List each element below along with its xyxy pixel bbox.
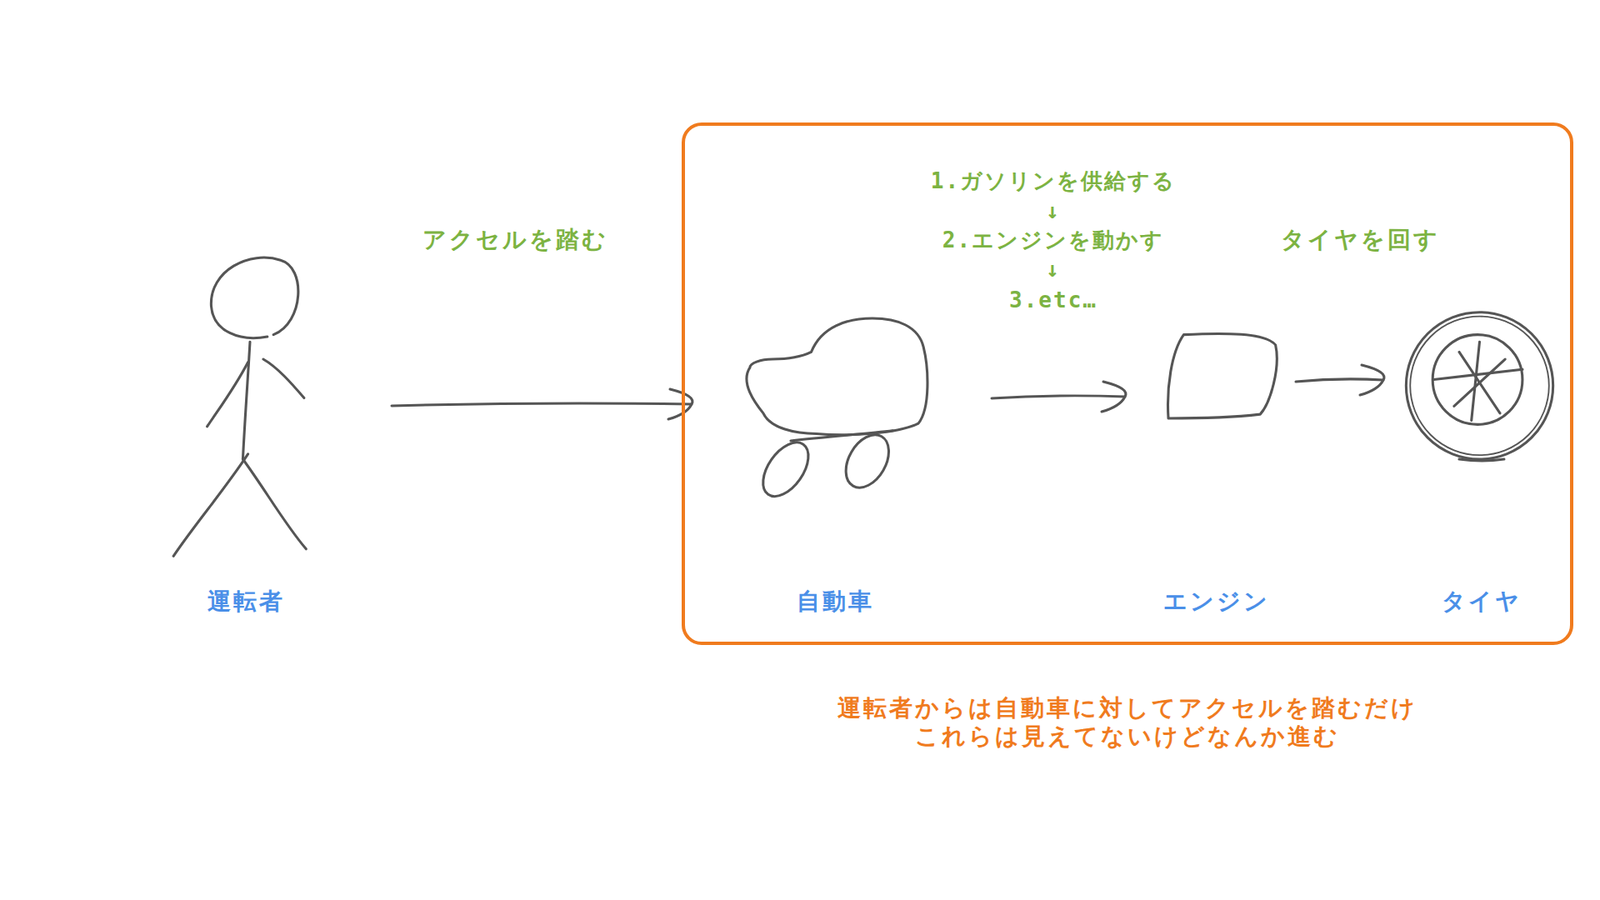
tire-stroke: [1459, 459, 1505, 461]
system-boundary: 運転者からは自動車に対してアクセルを踏むだけこれらは見えてないけどなんか進む自動…: [681, 122, 1574, 645]
car-wheel: [837, 427, 898, 495]
step-text: ↓: [1045, 256, 1061, 283]
car-drawing: [746, 318, 928, 505]
tire-drawing: [1405, 312, 1553, 461]
arrow-line: [391, 403, 692, 406]
car-node: 自動車: [691, 308, 992, 621]
tire-outer: [1405, 312, 1553, 460]
part-name: エンジン: [1163, 587, 1270, 616]
boundary-caption: これらは見えてないけどなんか進む: [915, 722, 1340, 751]
car-body: [746, 318, 928, 435]
arrow-head: [1360, 365, 1385, 395]
flow-arrow: [391, 389, 693, 420]
boundary-caption: 運転者からは自動車に対してアクセルを踏むだけ: [837, 694, 1418, 723]
car-wheel: [754, 434, 818, 505]
arrow-line: [991, 395, 1125, 399]
flow-arrow: [991, 381, 1126, 412]
arrow-line: [1295, 379, 1384, 382]
stick-figure: [173, 257, 306, 556]
actor-name: 運転者: [207, 587, 285, 616]
part-name: タイヤ: [1441, 587, 1522, 616]
figure-head: [210, 257, 298, 339]
figure-arm: [263, 359, 305, 399]
step-text: 2.エンジンを動かす: [942, 227, 1165, 254]
edge-label: タイヤを回す: [1280, 225, 1440, 255]
tire-outer: [1410, 316, 1550, 456]
engine-drawing: [1168, 333, 1278, 419]
figure-leg: [242, 459, 306, 550]
edge-label: アクセルを踏む: [422, 225, 609, 255]
figure-body: [242, 341, 250, 460]
engine-node: エンジン: [1125, 308, 1296, 621]
figure-arm: [207, 362, 249, 427]
step-text: ↓: [1045, 198, 1061, 225]
arrow-head: [1101, 381, 1126, 412]
tire-spoke: [1471, 341, 1480, 420]
figure-leg: [173, 454, 248, 556]
arrow-head: [668, 389, 693, 420]
flow-arrow: [1295, 365, 1385, 395]
tire-hub: [1432, 335, 1523, 425]
tire-node: タイヤ: [1383, 308, 1563, 621]
step-text: 3.etc…: [1009, 287, 1098, 314]
tire-spoke: [1454, 359, 1505, 406]
step-text: 1.ガソリンを供給する: [930, 168, 1176, 195]
actor-node: 運転者: [158, 250, 392, 621]
part-name: 自動車: [796, 587, 875, 616]
